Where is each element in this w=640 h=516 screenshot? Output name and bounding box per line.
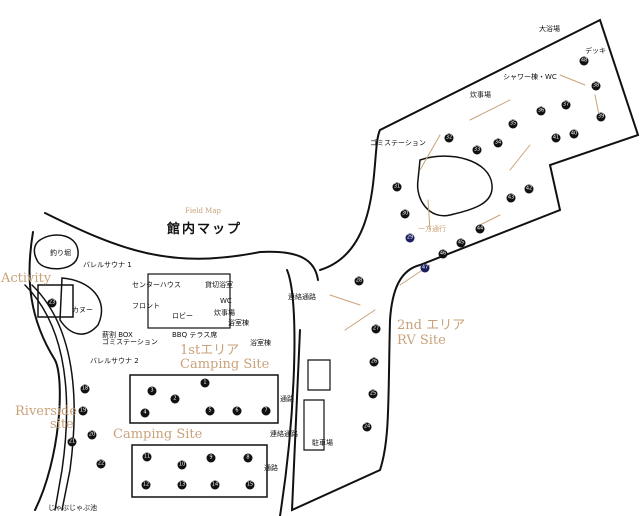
label-firewood: 薪割 BOX — [102, 331, 133, 339]
site-marker-27[interactable]: 27 — [371, 324, 381, 334]
site-marker-12[interactable]: 12 — [141, 480, 151, 490]
center-house — [147, 273, 231, 329]
site-marker-42[interactable]: 42 — [524, 184, 534, 194]
site-marker-35[interactable]: 35 — [508, 119, 518, 129]
area-second-2: RV Site — [397, 333, 446, 348]
site-marker-19[interactable]: 19 — [78, 406, 88, 416]
site-marker-43[interactable]: 43 — [506, 193, 516, 203]
rv-lake — [416, 155, 493, 217]
site-marker-22[interactable]: 22 — [96, 459, 106, 469]
label-garbage2: ゴミステーション — [370, 139, 426, 147]
site-marker-30[interactable]: 30 — [400, 209, 410, 219]
label-bbq: BBQ テラス席 — [172, 331, 218, 339]
site-marker-29[interactable]: 29 — [405, 233, 415, 243]
river-path — [24, 284, 75, 511]
site-marker-11[interactable]: 11 — [142, 452, 152, 462]
label-private-bath: 貸切浴室 — [205, 281, 233, 289]
site-marker-44[interactable]: 44 — [475, 224, 485, 234]
site-marker-15[interactable]: 15 — [245, 480, 255, 490]
site-marker-25[interactable]: 25 — [368, 389, 378, 399]
label-corridor2: 連絡通路 — [270, 430, 298, 438]
area-second-1: 2nd エリア — [397, 318, 466, 333]
site-marker-24[interactable]: 24 — [362, 422, 372, 432]
site-marker-4[interactable]: 4 — [140, 408, 150, 418]
site-marker-10[interactable]: 10 — [177, 460, 187, 470]
site-block-1st — [129, 374, 279, 424]
site-marker-32[interactable]: 32 — [444, 133, 454, 143]
label-splash: じゃぶじゃぶ池 — [48, 504, 97, 512]
site-marker-38[interactable]: 38 — [591, 81, 601, 91]
label-canoe: カヌー — [72, 306, 93, 314]
site-marker-18[interactable]: 18 — [80, 384, 90, 394]
site-marker-33[interactable]: 33 — [472, 145, 482, 155]
site-marker-13[interactable]: 13 — [177, 480, 187, 490]
road-left-outer — [28, 231, 61, 511]
label-shower: シャワー棟・WC — [503, 73, 557, 81]
site-block-camping — [131, 444, 268, 498]
label-bigbath: 大浴場 — [539, 25, 560, 33]
site-marker-20[interactable]: 20 — [87, 430, 97, 440]
site-marker-46[interactable]: 46 — [438, 249, 448, 259]
site-marker-7[interactable]: 7 — [261, 406, 271, 416]
label-wc: WC — [220, 297, 232, 305]
site-marker-1[interactable]: 1 — [200, 378, 210, 388]
site-marker-14[interactable]: 14 — [210, 480, 220, 490]
site-marker-28[interactable]: 28 — [354, 276, 364, 286]
site-marker-31[interactable]: 31 — [392, 182, 402, 192]
label-pond: 釣り堀 — [50, 249, 71, 257]
site-marker-41[interactable]: 41 — [551, 133, 561, 143]
site-marker-48[interactable]: 48 — [579, 56, 589, 66]
parking-grid — [303, 359, 331, 451]
label-garbage1: ゴミステーション — [102, 338, 158, 346]
site-marker-3[interactable]: 3 — [147, 386, 157, 396]
site-marker-47[interactable]: 47 — [420, 263, 430, 273]
road-middle — [279, 269, 296, 516]
site-marker-37[interactable]: 37 — [561, 100, 571, 110]
site-marker-6[interactable]: 6 — [232, 406, 242, 416]
label-bath2: 浴室棟 — [250, 339, 271, 347]
label-center: センターハウス — [132, 281, 181, 289]
site-marker-8[interactable]: 8 — [243, 453, 253, 463]
canoe-field — [59, 277, 103, 335]
area-riverside-1: Riverside — [15, 404, 78, 419]
label-kitchen2: 炊事場 — [470, 91, 491, 99]
area-camping: Camping Site — [113, 427, 203, 442]
site-marker-23[interactable]: 23 — [47, 298, 57, 308]
site-marker-2[interactable]: 2 — [170, 394, 180, 404]
pond-outline — [33, 234, 79, 270]
area-activity: Activity — [1, 271, 52, 286]
area-first-2: Camping Site — [180, 357, 270, 372]
label-parking: 駐車場 — [312, 439, 333, 447]
site-marker-5[interactable]: 5 — [205, 406, 215, 416]
map-subtitle: Field Map — [185, 207, 222, 215]
label-deck: デッキ — [585, 47, 606, 55]
site-marker-36[interactable]: 36 — [536, 106, 546, 116]
road-outline-top — [44, 212, 319, 281]
label-lobby: ロビー — [172, 312, 193, 320]
site-marker-34[interactable]: 34 — [493, 138, 503, 148]
area-first-1: 1stエリア — [180, 343, 240, 358]
site-marker-45[interactable]: 45 — [456, 238, 466, 248]
label-bath1: 浴室棟 — [228, 319, 249, 327]
site-marker-40[interactable]: 40 — [569, 129, 579, 139]
label-oneway: 一方通行 — [418, 225, 446, 233]
label-corridor1: 連絡通路 — [288, 293, 316, 301]
activity-field — [37, 284, 74, 318]
site-marker-26[interactable]: 26 — [369, 357, 379, 367]
site-marker-21[interactable]: 21 — [67, 437, 77, 447]
label-kitchen1: 炊事場 — [214, 309, 235, 317]
label-path1: 通路 — [280, 395, 294, 403]
site-marker-9[interactable]: 9 — [206, 453, 216, 463]
site-marker-39[interactable]: 39 — [596, 112, 606, 122]
label-front: フロント — [132, 302, 160, 310]
oneway-arrows — [329, 74, 601, 331]
area-riverside-2: site — [50, 417, 74, 432]
road-right-outline — [290, 18, 640, 512]
map-title: 館内マップ — [167, 222, 243, 237]
label-path2: 通路 — [264, 464, 278, 472]
label-sauna1: バレルサウナ 1 — [83, 261, 132, 269]
label-sauna2: バレルサウナ 2 — [90, 357, 139, 365]
